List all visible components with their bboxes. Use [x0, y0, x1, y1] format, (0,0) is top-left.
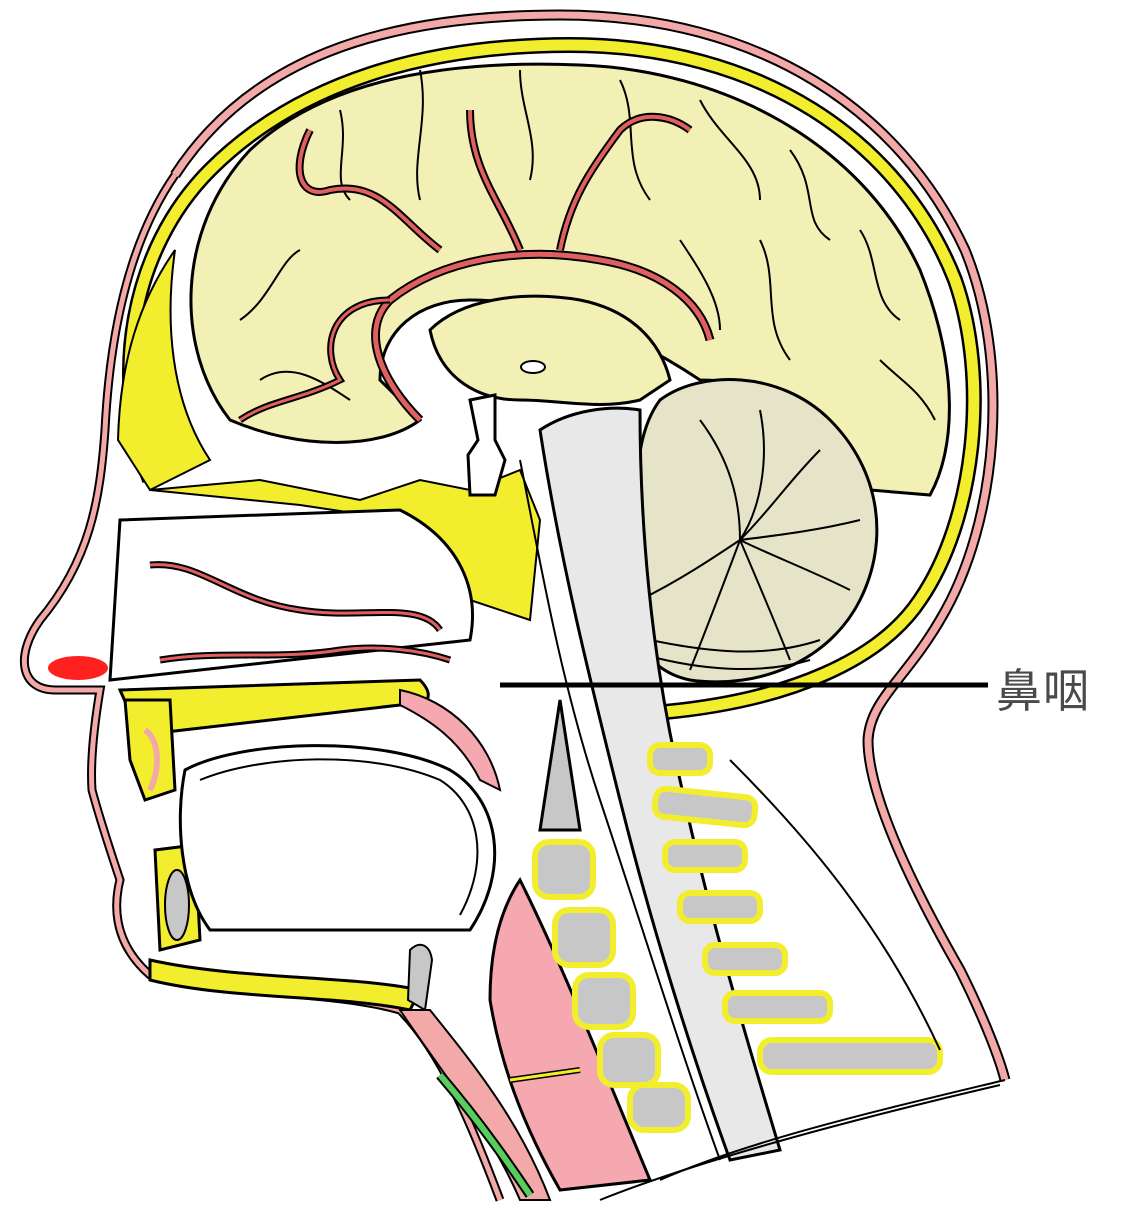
pituitary: [468, 395, 505, 495]
nostril-red: [48, 656, 108, 680]
mandible: [150, 960, 420, 1010]
nasopharynx-label: 鼻咽: [996, 655, 1090, 721]
nasal-cavity: [48, 510, 472, 680]
epiglottis: [408, 945, 432, 1010]
upper-teeth: [125, 700, 175, 800]
oral-cavity: [180, 746, 494, 930]
